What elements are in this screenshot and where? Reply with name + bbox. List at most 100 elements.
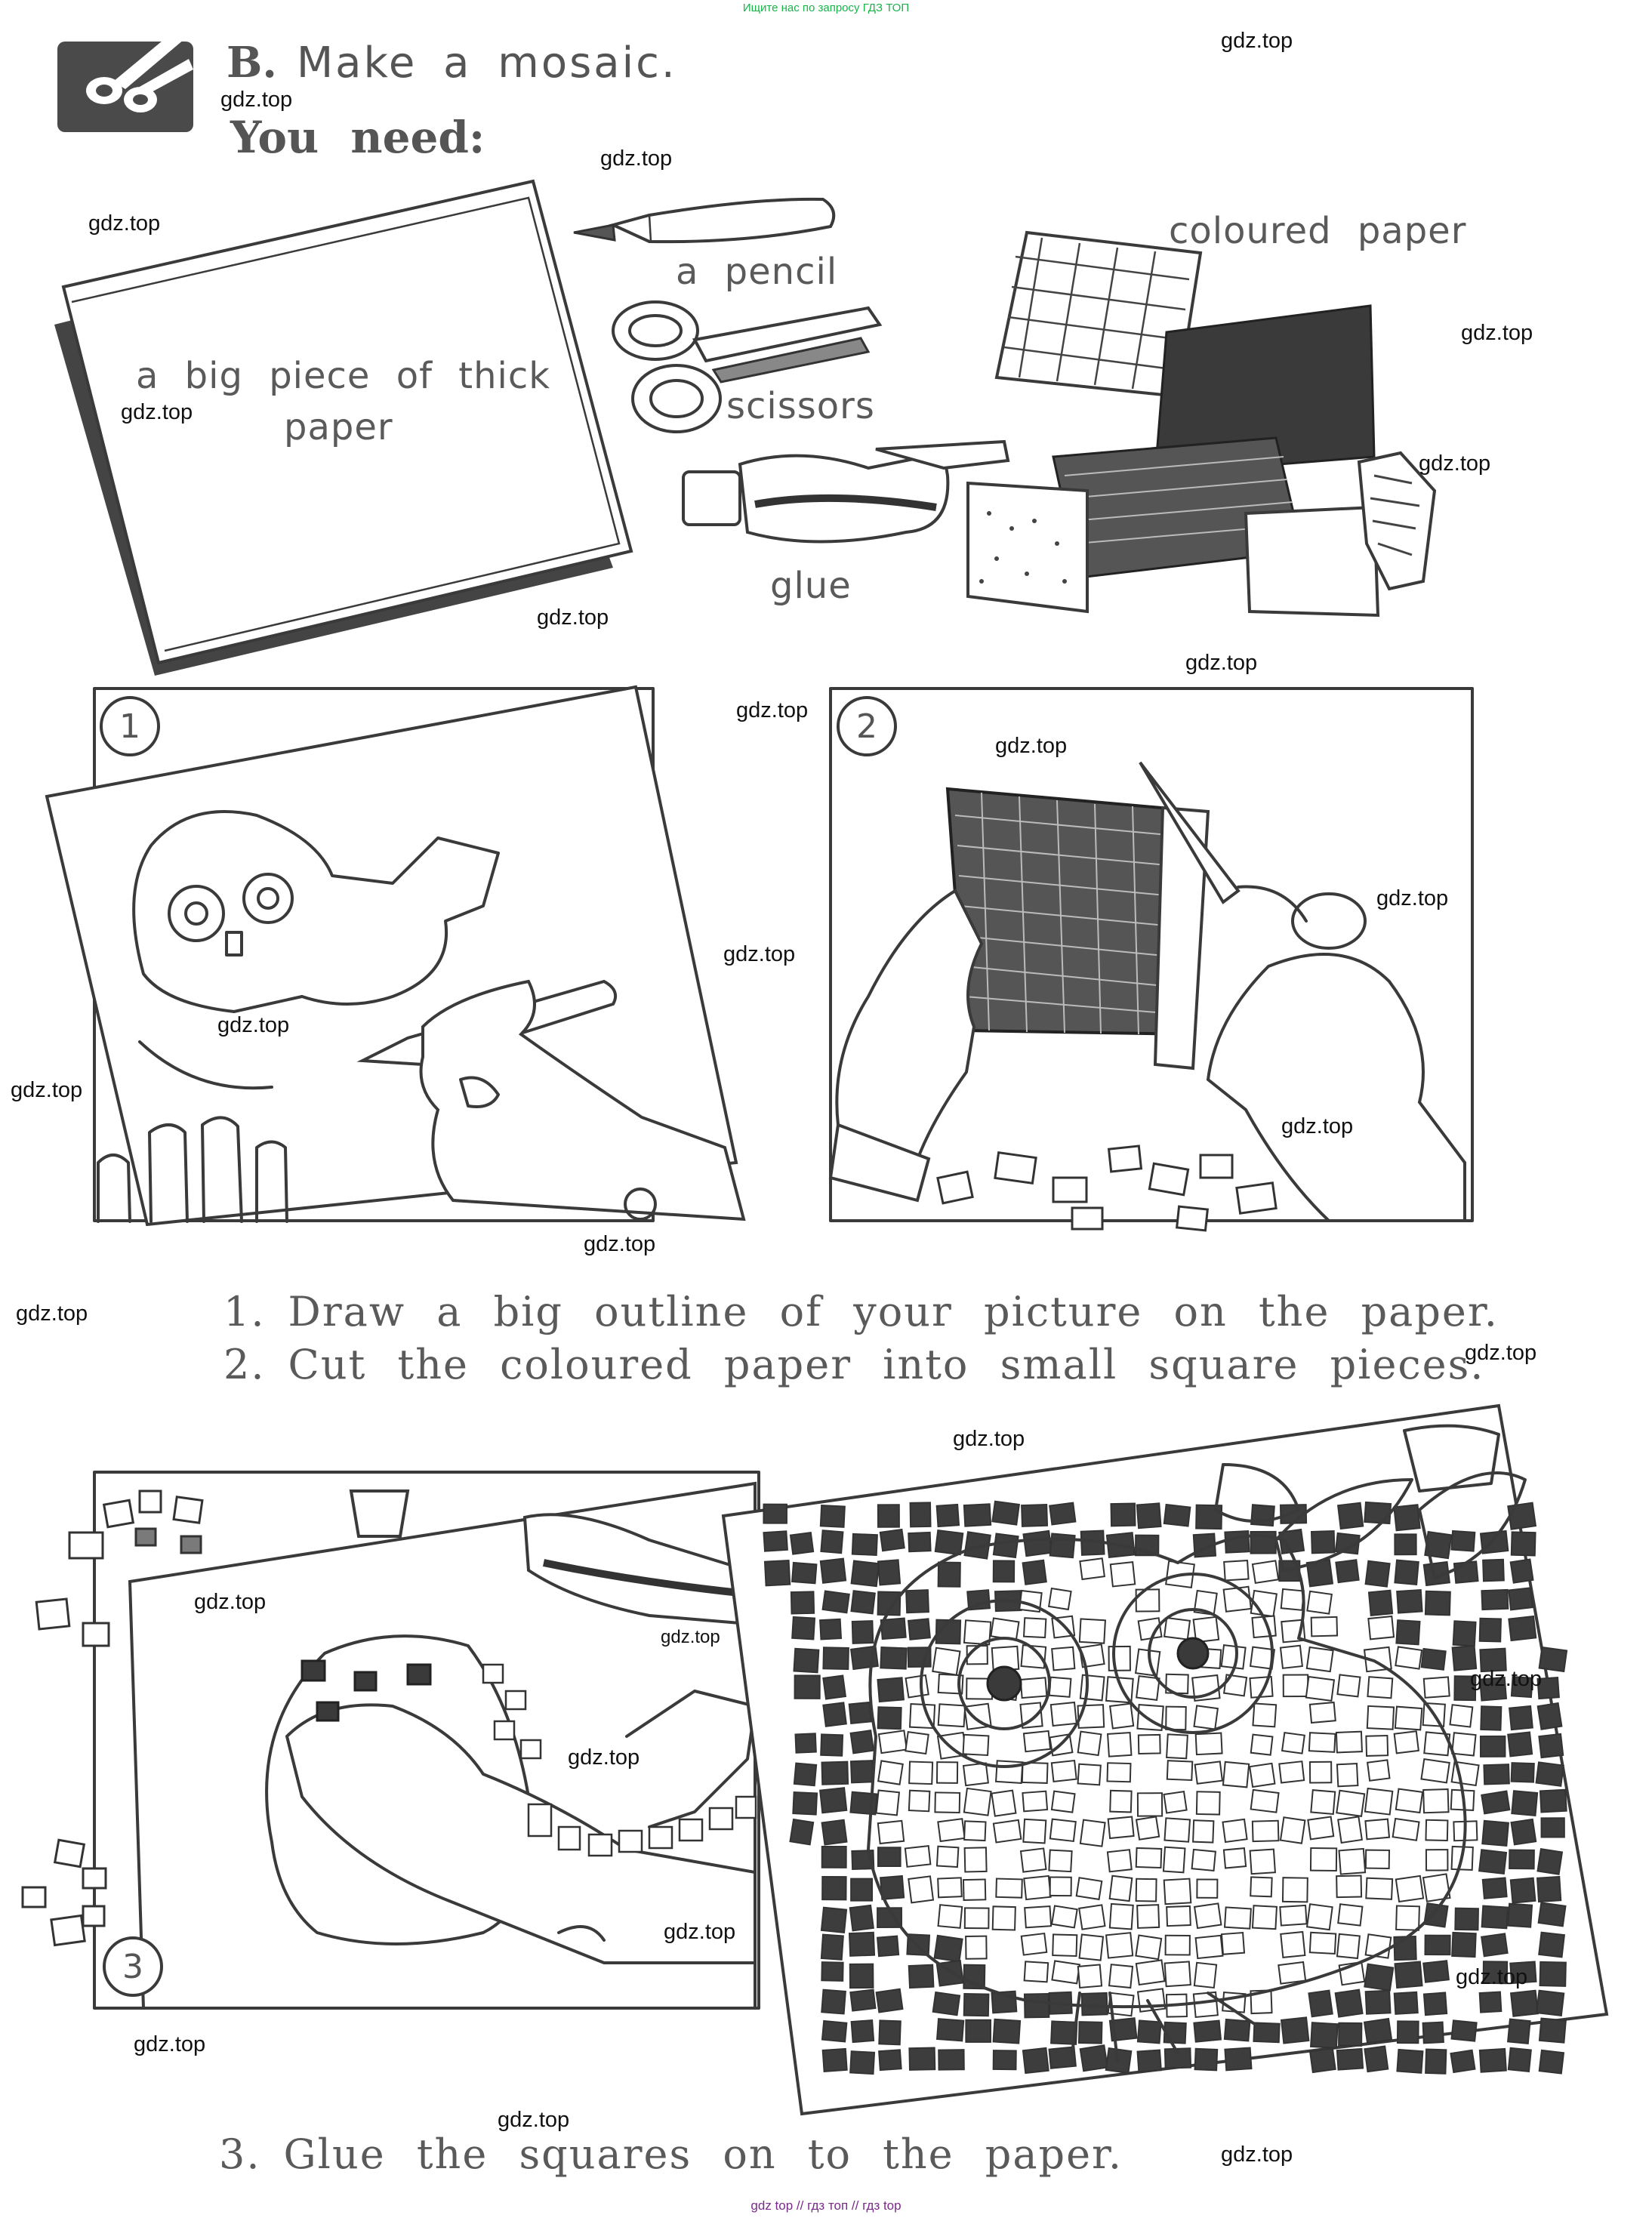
mosaic-tile-dark — [821, 1819, 848, 1846]
mosaic-tile-light — [1077, 1704, 1105, 1729]
mosaic-tile-light — [1367, 1759, 1391, 1782]
watermark: gdz.top — [1461, 321, 1533, 345]
mosaic-tile-light — [1078, 1933, 1105, 1961]
mosaic-tile-dark — [1335, 1559, 1360, 1584]
mosaic-tile-light — [1050, 1790, 1076, 1813]
mosaic-tile-light — [1335, 1730, 1364, 1754]
watermark: gdz.top — [1376, 886, 1449, 910]
mosaic-tile-dark — [1336, 2047, 1364, 2071]
mosaic-tile-light — [908, 1761, 934, 1785]
mosaic-tile-light — [1222, 1585, 1252, 1613]
mosaic-tile-dark — [1537, 1902, 1567, 1927]
mosaic-tile-light — [1310, 1616, 1339, 1637]
mosaic-tile-dark — [1422, 1992, 1448, 2016]
mosaic-tile-dark — [1396, 2048, 1424, 2074]
mosaic-tile-dark — [992, 2018, 1022, 2044]
mosaic-tile-dark — [820, 1933, 844, 1961]
mosaic-tile-dark — [1396, 1588, 1423, 1614]
mosaic-tile-light — [1108, 1964, 1134, 1989]
mosaic-tile-dark — [1536, 1875, 1562, 1903]
mosaic-tile-light — [1105, 1932, 1134, 1959]
mosaic-tile-dark — [851, 1620, 874, 1644]
mosaic-tile-dark — [1480, 1705, 1503, 1731]
mosaic-tile-light — [1310, 1789, 1336, 1815]
mosaic-tile-light — [1367, 1676, 1394, 1699]
mosaic-tile-light — [962, 1733, 990, 1757]
mosaic-tile-light — [932, 1647, 961, 1676]
mosaic-tile-dark — [1048, 2046, 1077, 2069]
mosaic-tile-dark — [1509, 1877, 1536, 1904]
mosaic-tile-dark — [1022, 2047, 1049, 2075]
mosaic-tile-light — [1422, 1788, 1450, 1814]
mosaic-tile-light — [1451, 1732, 1477, 1757]
watermark: gdz.top — [194, 1590, 267, 1614]
mosaic-tile-light — [1022, 1730, 1052, 1753]
mosaic-tile-dark — [789, 1818, 815, 1846]
mosaic-tile-dark — [1023, 1993, 1050, 2019]
panel-2-number: 2 — [856, 707, 877, 746]
mosaic-tile-dark — [877, 1559, 902, 1586]
mosaic-tile-dark — [1539, 1961, 1567, 1987]
mosaic-tile-light — [1395, 1788, 1424, 1814]
mosaic-tile-dark — [821, 1961, 844, 1982]
mosaic-tile-dark — [1364, 1963, 1395, 1992]
mosaic-tile-light — [1194, 1732, 1223, 1756]
mosaic-tile-light — [1305, 1903, 1333, 1931]
mosaic-tile-dark — [1451, 1931, 1477, 1958]
mosaic-tile-dark — [1334, 1532, 1361, 1555]
mosaic-tile-dark — [992, 1560, 1016, 1583]
mosaic-tile-light — [1049, 1701, 1077, 1727]
mosaic-tile-light — [1422, 1676, 1450, 1699]
mosaic-tile-dark — [1507, 2047, 1532, 2073]
mosaic-tile-light — [1249, 1762, 1276, 1788]
mosaic-tile-dark — [965, 2019, 992, 2043]
mosaic-tile-dark — [905, 1589, 929, 1614]
mosaic-tile-light — [1449, 1704, 1474, 1728]
mosaic-tile-dark — [822, 1702, 847, 1727]
instruction-1-number: 1. — [223, 1288, 266, 1335]
watermark: gdz.top — [537, 605, 609, 630]
mosaic-tile-dark — [819, 1557, 847, 1584]
mosaic-tile-dark — [1108, 2017, 1138, 2042]
instruction-3: 3.Glue the squares on to the paper. — [219, 2130, 1123, 2178]
mosaic-tile-light — [1305, 1646, 1334, 1673]
mosaic-tile-dark — [1422, 2021, 1444, 2044]
mosaic-tile-dark — [851, 1533, 878, 1556]
mosaic-tile-light — [1051, 1646, 1076, 1671]
mosaic-tile-light — [1336, 1762, 1359, 1788]
mosaic-tile-dark — [1425, 2048, 1447, 2075]
mosaic-tile-dark — [1510, 1531, 1536, 1557]
mosaic-tile-light — [1052, 1933, 1078, 1957]
mosaic-tile-light — [937, 1673, 964, 1695]
mosaic-tile-light — [1023, 1961, 1049, 1983]
mosaic-tile-dark — [1538, 1646, 1568, 1673]
mosaic-tile-light — [1078, 1643, 1105, 1668]
mosaic-tile-light — [1223, 1559, 1250, 1582]
mosaic-tile-light — [962, 1878, 987, 1901]
mosaic-tile-dark — [1396, 2020, 1419, 2044]
mosaic-tile-light — [908, 1789, 931, 1813]
mosaic-tile-dark — [1022, 1559, 1047, 1585]
watermark: gdz.top — [1419, 451, 1491, 476]
mosaic-tile-dark — [1482, 1558, 1505, 1582]
mosaic-tile-light — [1106, 1849, 1133, 1873]
mosaic-tile-dark — [877, 1504, 900, 1528]
mosaic-tile-dark — [1338, 2022, 1363, 2047]
mosaic-tile-dark — [1364, 1501, 1392, 1525]
mosaic-tile-dark — [908, 1964, 935, 1989]
mosaic-tile-dark — [1367, 1589, 1394, 1616]
mosaic-tile-dark — [935, 2018, 965, 2042]
watermark: gdz.top — [220, 88, 293, 112]
mosaic-tile-light — [877, 1730, 908, 1754]
mosaic-tile-light — [1220, 1932, 1246, 1955]
mosaic-tile-dark — [1510, 1762, 1535, 1783]
mosaic-tile-light — [1194, 1761, 1224, 1785]
watermark: gdz.top — [217, 1013, 290, 1037]
mosaic-tile-light — [995, 1878, 1023, 1899]
mosaic-tile-light — [1305, 1675, 1336, 1702]
mosaic-tile-dark — [793, 1762, 818, 1787]
mosaic-tile-dark — [1136, 1502, 1162, 1529]
mosaic-tile-light — [991, 1789, 1017, 1817]
mosaic-tile-light — [1136, 1904, 1160, 1929]
instruction-2-number: 2. — [223, 1341, 266, 1388]
